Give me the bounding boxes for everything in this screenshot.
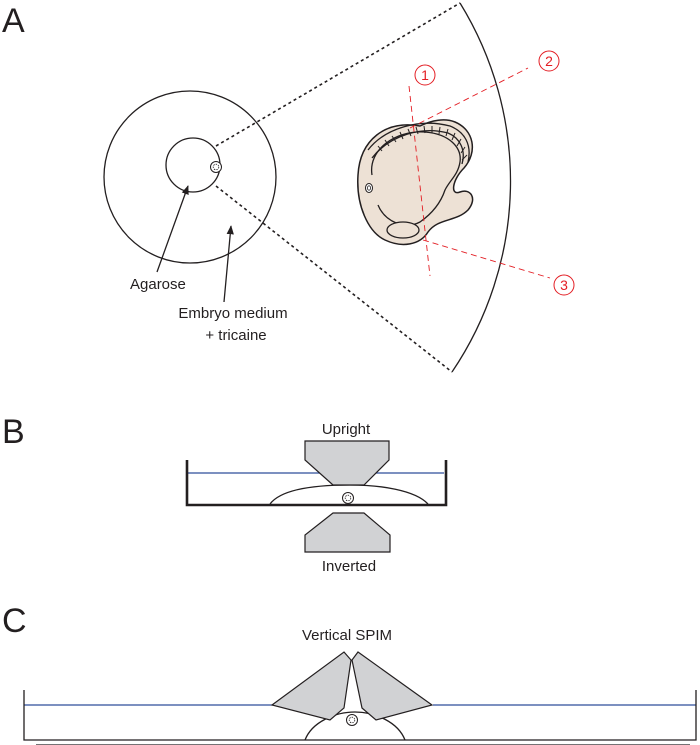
embryo-marker-b: [342, 492, 354, 504]
dish-top-view: [103, 90, 277, 264]
spim-objective-left: [270, 651, 352, 721]
embryo-enlarged: [357, 119, 474, 246]
panel-letter-a: A: [2, 2, 25, 40]
zoom-line-top: [215, 2, 461, 147]
spim-objective-right: [351, 651, 434, 721]
label-medium-line1: Embryo medium: [178, 305, 287, 322]
somites: [377, 125, 468, 161]
yolk-outline: [371, 131, 461, 226]
view-marker-2: [538, 50, 560, 72]
eye-inner: [366, 185, 371, 191]
view-marker-1: [414, 64, 436, 86]
view-line-2: [409, 67, 529, 129]
agarose-dome-c: [304, 711, 406, 741]
medium-arrow: [223, 225, 234, 303]
medium-circle: [103, 90, 277, 264]
embryo-marker: [210, 161, 222, 173]
label-upright: Upright: [322, 421, 371, 438]
view-markers: 1 2 3: [414, 50, 575, 296]
embryo-marker-c: [346, 714, 358, 726]
label-agarose: Agarose: [130, 276, 186, 293]
panel-letter-b: B: [2, 413, 25, 451]
dish-side-c: [23, 690, 697, 741]
zoom-arc: [451, 2, 512, 373]
view-line-3: [422, 239, 551, 279]
label-inverted: Inverted: [322, 558, 376, 575]
panel-letter-c: C: [2, 602, 27, 640]
head-region: [386, 221, 420, 239]
inverted-objective: [304, 512, 391, 553]
embryo-body: [357, 119, 474, 246]
dish-side-b: [185, 460, 448, 507]
view-line-1: [408, 85, 431, 277]
label-vertical-spim: Vertical SPIM: [302, 627, 392, 644]
label-medium-line2: + tricaine: [205, 327, 266, 344]
zoom-line-bottom: [215, 185, 453, 373]
view-number-2: 2: [545, 53, 553, 69]
upright-objective: [304, 440, 390, 486]
view-number-3: 3: [560, 277, 568, 293]
agarose-arrow: [156, 185, 189, 273]
view-number-1: 1: [421, 67, 429, 83]
pointer-arrows: [156, 185, 234, 303]
view-lines: [408, 67, 551, 279]
view-marker-3: [553, 274, 575, 296]
